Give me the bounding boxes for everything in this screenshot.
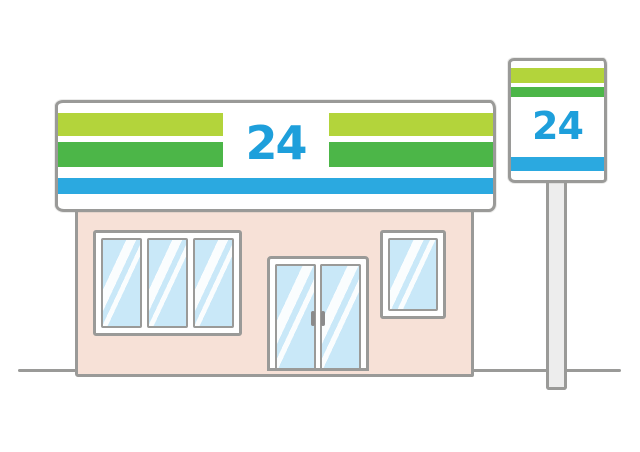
fascia-stripe-cyan	[58, 178, 493, 194]
window-pane	[193, 238, 234, 328]
door-handle-right	[321, 311, 325, 326]
pole-sign-24-label: 24	[532, 103, 584, 148]
shop-window-large	[93, 230, 242, 336]
storefront-sign-band: 24	[55, 100, 496, 212]
pole-sign-hours: 24	[511, 95, 604, 156]
door-handle-left	[311, 311, 315, 326]
pole-sign-stripe-cyan	[511, 157, 604, 171]
door-pane-right	[320, 264, 361, 368]
window-pane	[147, 238, 188, 328]
door-pane-left	[275, 264, 316, 368]
pole-sign-stripe-green	[511, 87, 604, 97]
pole-sign-stripe-lime	[511, 68, 604, 83]
entrance-doors	[267, 256, 369, 371]
window-pane	[388, 238, 438, 311]
hours-24-label: 24	[245, 116, 307, 170]
sign-pole	[546, 172, 567, 390]
hours-badge: 24	[222, 103, 329, 173]
shop-window-small	[380, 230, 446, 319]
window-pane	[101, 238, 142, 328]
pole-sign: 24	[508, 58, 607, 183]
